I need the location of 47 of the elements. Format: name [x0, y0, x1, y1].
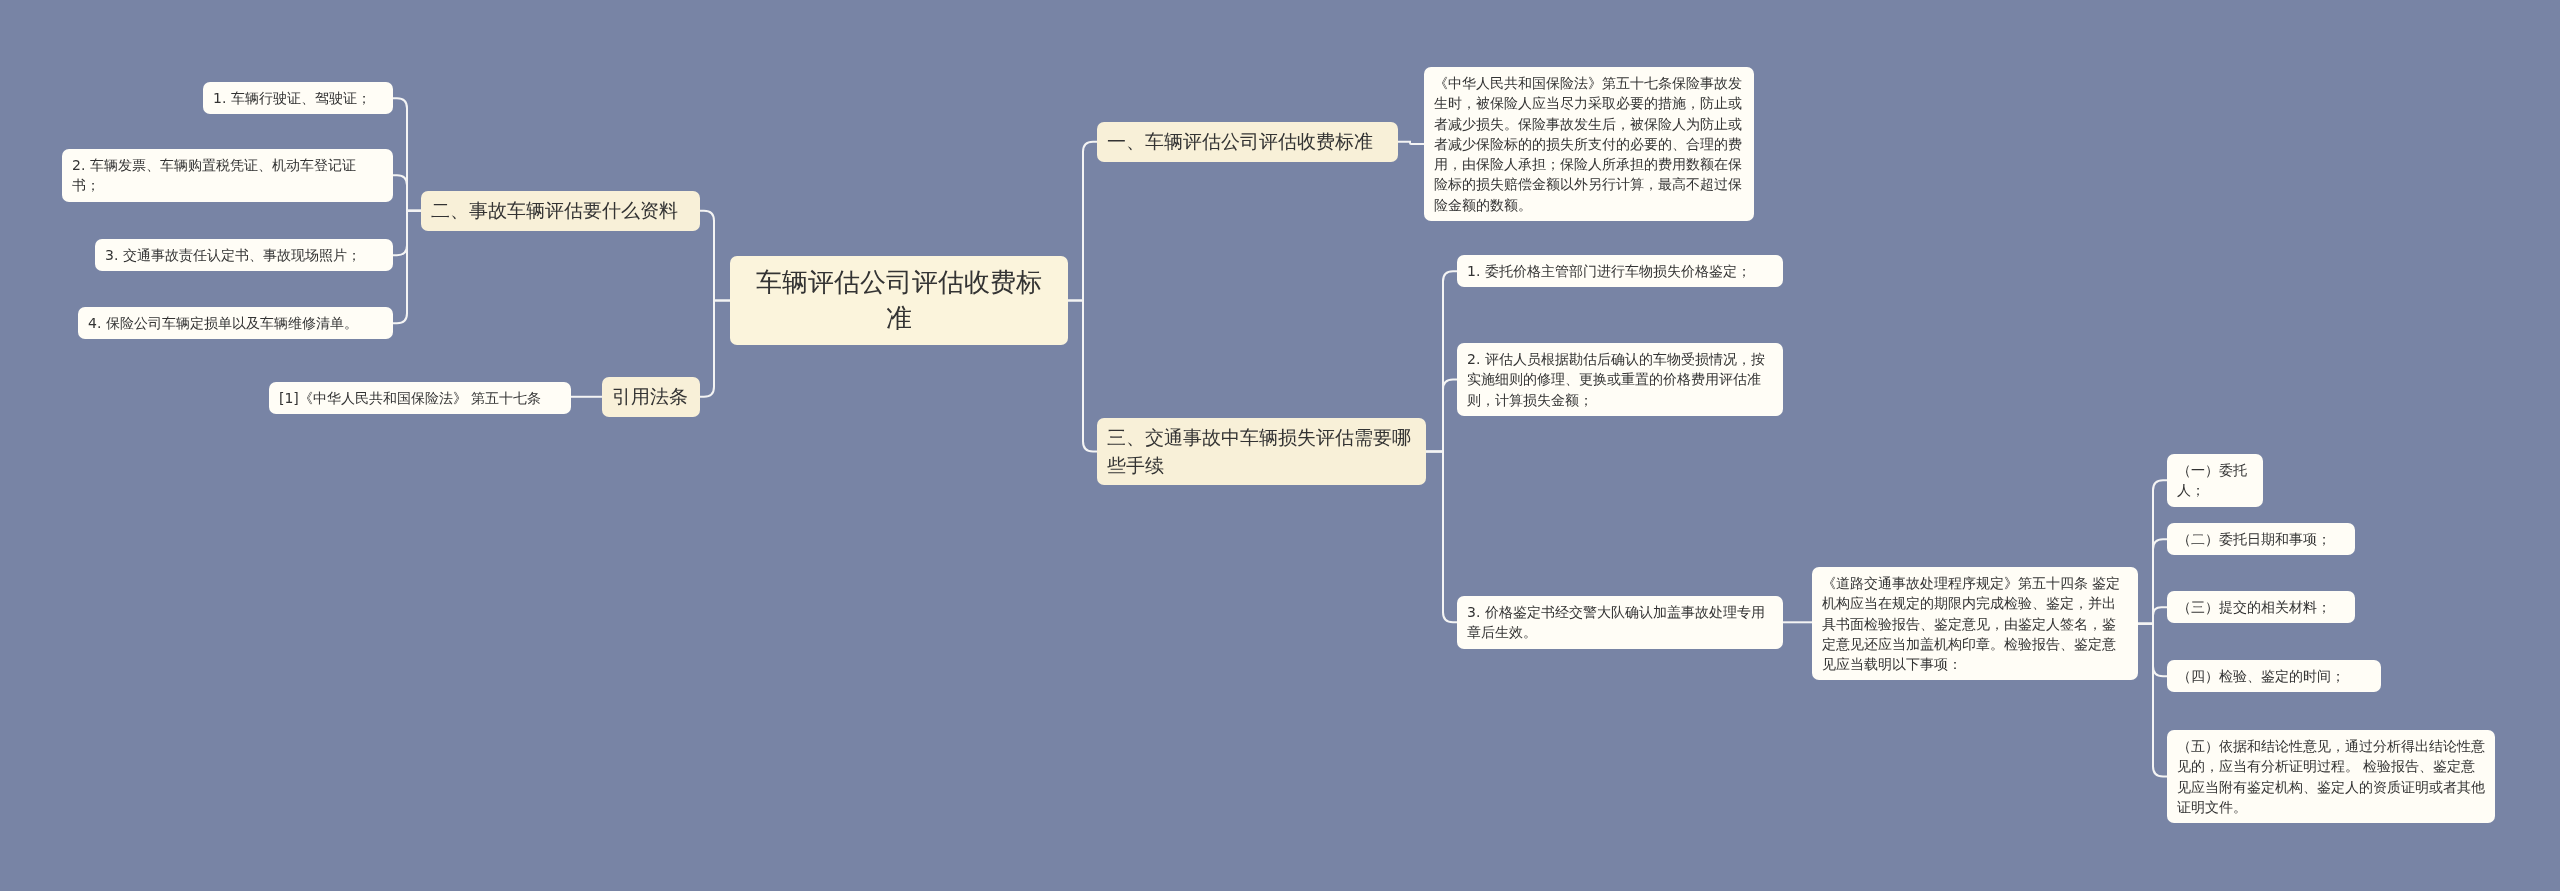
node-text: 二、事故车辆评估要什么资料 [431, 198, 679, 223]
connector-line [570, 395, 603, 398]
text-card [95, 239, 393, 272]
node-text: 2. 车辆发票、车辆购置税凭证、机动车登记证书； [72, 156, 357, 196]
topic-box [421, 191, 700, 231]
node-text: 一、车辆评估公司评估收费标准 [1107, 129, 1374, 154]
text-card [2167, 730, 2495, 824]
text-card [2167, 523, 2355, 556]
node-text: 《道路交通事故处理程序规定》第五十四条 鉴定机构应当在规定的期限内完成检验、鉴定，并出具书面检验报告、鉴定意见，由鉴定人签名，鉴定意见还应当加盖机构印章。检验报告、鉴定意见应当载明以下事项： [1822, 574, 2122, 675]
text-card [1812, 567, 2138, 681]
node-text: 引用法条 [612, 384, 689, 409]
connector-line [392, 209, 422, 325]
text-card [1457, 255, 1783, 288]
node-text: （一）委托人； [2177, 461, 2248, 501]
node-text: 3. 价格鉴定书经交警大队确认加盖事故处理专用章后生效。 [1467, 603, 1766, 643]
text-card [1457, 343, 1783, 416]
text-card [62, 149, 393, 202]
central-topic [730, 256, 1068, 345]
text-card [203, 82, 393, 115]
text-card [2167, 591, 2355, 624]
node-text: 车辆评估公司评估收费标准 [755, 266, 1043, 336]
connector-line [1067, 299, 1098, 453]
node-text: （四）检验、鉴定的时间； [2177, 667, 2346, 686]
topic-box [1097, 122, 1398, 162]
node-text: （二）委托日期和事项； [2177, 530, 2332, 549]
connector-line [1397, 140, 1425, 146]
node-text: 三、交通事故中车辆损失评估需要哪些手续 [1107, 425, 1412, 478]
connector-line [1425, 450, 1458, 624]
node-text: 3. 交通事故责任认定书、事故现场照片； [105, 246, 362, 265]
topic-box [1097, 418, 1426, 486]
connector-line [699, 299, 731, 398]
node-text: （三）提交的相关材料； [2177, 598, 2332, 617]
connector-line [1782, 621, 1813, 624]
text-card [269, 382, 571, 415]
node-text: （五）依据和结论性意见，通过分析得出结论性意见的，应当有分析证明过程。 检验报告、鉴定意见应当附有鉴定机构、鉴定人的资质证明或者其他证明文件。 [2177, 737, 2485, 817]
topic-box [602, 377, 700, 417]
text-card [2167, 454, 2263, 507]
node-text: 4. 保险公司车辆定损单以及车辆维修清单。 [88, 314, 359, 333]
node-text: 《中华人民共和国保险法》第五十七条保险事故发生时，被保险人应当尽力采取必要的措施，防止或者减少损失。保险事故发生后，被保险人为防止或者减少保险标的的损失所支付的必要的、合理的费用，由保险人承担；保险人所承担的费用数额在保险标的损失赔偿金额以外另行计算，最高不超过保险金额的数额。 [1434, 74, 1743, 215]
node-text: [1]《中华人民共和国保险法》 第五十七条 [279, 389, 543, 408]
text-card [2167, 660, 2381, 693]
node-text: 1. 委托价格主管部门进行车物损失价格鉴定； [1467, 262, 1752, 281]
node-text: 1. 车辆行驶证、驾驶证； [213, 89, 372, 108]
text-card [1457, 596, 1783, 649]
connector-line [2137, 622, 2168, 778]
text-card [78, 307, 393, 340]
node-text: 2. 评估人员根据勘估后确认的车物受损情况，按实施细则的修理、更换或重置的价格费用评估准则，计算损失金额； [1467, 350, 1766, 410]
